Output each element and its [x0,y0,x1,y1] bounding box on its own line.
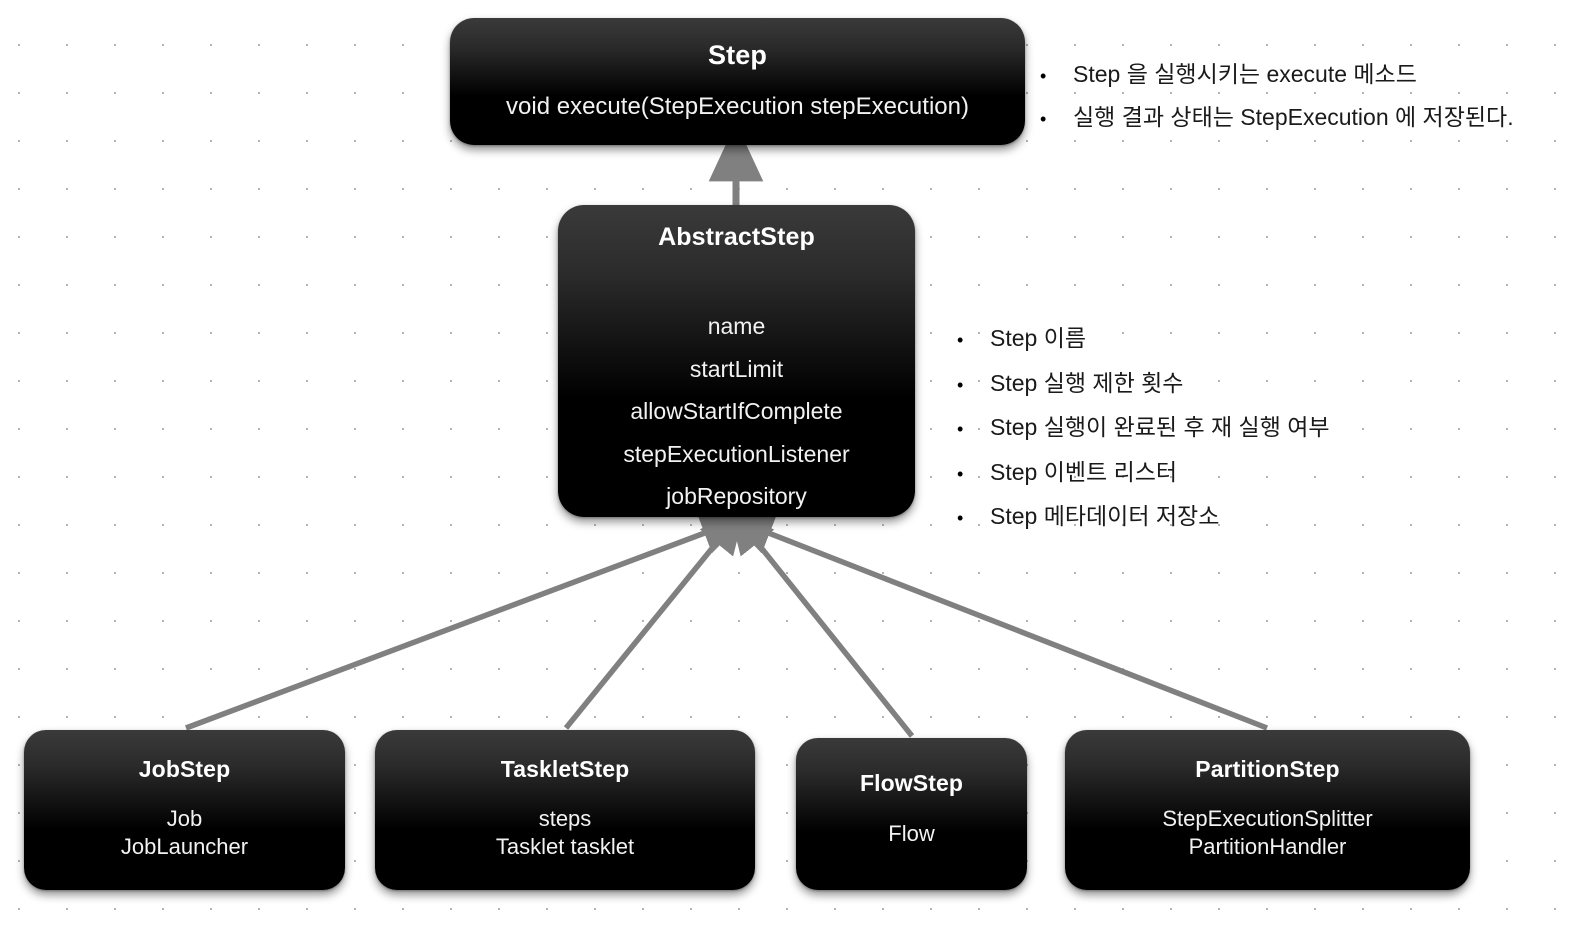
arrow-jobstep-to-abstractstep [185,513,748,731]
annotation-abstractstep-note-2: • Step 실행 제한 횟수 [957,362,1330,407]
member-job: Job [166,806,203,831]
arrow-taskletstep-to-abstractstep [563,507,746,730]
class-node-flowstep[interactable]: FlowStep Flow [796,738,1027,890]
member-partitionhandler: PartitionHandler [1188,834,1347,859]
class-node-partitionstep-members: StepExecutionSplitter PartitionHandler [1065,805,1470,861]
annotation-step-note-2-text: 실행 결과 상태는 StepExecution 에 저장된다. [1073,104,1514,130]
class-node-partitionstep-title: PartitionStep [1195,756,1340,782]
class-node-step-members: void execute(StepExecution stepExecution… [450,93,1025,121]
class-node-taskletstep[interactable]: TaskletStep steps Tasklet tasklet [375,730,755,890]
annotation-abstractstep-note-4: • Step 이벤트 리스터 [957,451,1330,496]
bullet-icon: • [1040,109,1047,129]
annotation-step-note-2: • 실행 결과 상태는 StepExecution 에 저장된다. [1040,97,1514,140]
annotation-step-note-1-text: Step 을 실행시키는 execute 메소드 [1073,61,1417,87]
annotation-abstractstep-note-3-text: Step 실행이 완료된 후 재 실행 여부 [990,414,1330,440]
class-node-jobstep-members: Job JobLauncher [24,805,345,861]
class-node-abstractstep-title: AbstractStep [658,223,815,251]
member-flow: Flow [888,821,935,846]
class-node-flowstep-title: FlowStep [859,770,964,796]
member-tasklet: Tasklet tasklet [495,834,635,859]
annotation-abstractstep-note-5: • Step 메타데이터 저장소 [957,495,1330,540]
class-node-taskletstep-title: TaskletStep [500,756,630,782]
class-node-step-title: Step [708,40,767,70]
annotation-abstractstep-note-5-text: Step 메타데이터 저장소 [990,503,1220,529]
member-startlimit: startLimit [689,355,784,382]
bullet-icon: • [957,419,964,439]
annotation-abstractstep-note-3: • Step 실행이 완료된 후 재 실행 여부 [957,406,1330,451]
class-node-partitionstep[interactable]: PartitionStep StepExecutionSplitter Part… [1065,730,1470,890]
annotation-abstractstep-note-1: • Step 이름 [957,317,1330,362]
member-jobrepository: jobRepository [666,483,807,509]
member-stepexecutionlistener: stepExecutionListener [623,440,850,467]
member-stepexecutionsplitter: StepExecutionSplitter [1162,806,1373,831]
annotation-step-note-1: • Step 을 실행시키는 execute 메소드 [1040,54,1514,97]
class-node-abstractstep-members: name startLimit allowStartIfComplete ste… [558,305,915,517]
arrow-partitionstep-to-abstractstep [726,513,1269,731]
bullet-icon: • [957,463,964,484]
member-name: name [707,313,766,339]
class-node-flowstep-members: Flow [796,820,1027,848]
class-node-abstractstep[interactable]: AbstractStep name startLimit allowStartI… [558,205,915,517]
member-joblauncher: JobLauncher [120,834,249,859]
annotation-abstractstep-note-1-text: Step 이름 [990,325,1087,351]
class-node-taskletstep-members: steps Tasklet tasklet [375,805,755,861]
annotation-abstractstep-note-4-text: Step 이벤트 리스터 [990,458,1178,485]
class-node-jobstep-title: JobStep [138,756,231,782]
class-node-step[interactable]: Step void execute(StepExecution stepExec… [450,18,1025,145]
bullet-icon: • [1040,66,1047,86]
annotation-abstractstep-note-2-text: Step 실행 제한 횟수 [990,369,1184,396]
arrow-flowstep-to-abstractstep [728,506,915,738]
annotation-abstractstep-notes: • Step 이름 • Step 실행 제한 횟수 • Step 실행이 완료된… [957,317,1330,540]
bullet-icon: • [957,374,964,395]
member-steps: steps [538,806,592,831]
bullet-icon: • [957,330,964,350]
bullet-icon: • [957,508,964,528]
class-node-jobstep[interactable]: JobStep Job JobLauncher [24,730,345,890]
member-execute: void execute(StepExecution stepExecution… [506,93,969,120]
annotation-step-notes: • Step 을 실행시키는 execute 메소드 • 실행 결과 상태는 S… [1040,54,1514,140]
member-allowstartifcomplete: allowStartIfComplete [630,398,843,424]
